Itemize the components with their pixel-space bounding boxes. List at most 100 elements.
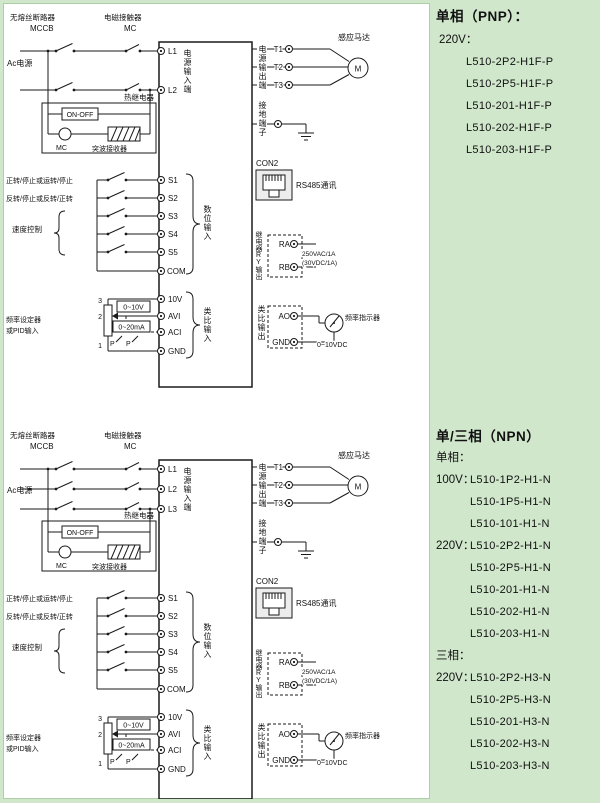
terminal-l2 <box>157 485 165 493</box>
potentiometer <box>103 304 113 337</box>
terminal-s3 <box>157 212 165 220</box>
label-l2: L2 <box>168 485 177 494</box>
label-power-output: 电源输出端 <box>257 462 267 509</box>
model-item: L510-201-H1-N <box>470 584 550 596</box>
wiring-diagram-panel: 无熔丝断路器 MCCB 电磁接触器 MC Ac电源 热继电器 L1 <box>3 3 430 799</box>
label-mc-coil: MC <box>56 145 67 152</box>
model-row: L510-2P5-H1-N <box>470 557 598 579</box>
npn-model-section: 单/三相（NPN） 单相： 100V： L510-1P2-H1-N L510-1… <box>436 426 598 777</box>
model-row: 220V： L510-2P2-H3-N <box>436 667 598 689</box>
model-item: L510-2P5-H1F-P <box>466 78 554 90</box>
label-0-20ma: 0~20mA <box>118 325 145 332</box>
con2-pins <box>265 175 282 181</box>
terminal-gnd <box>157 347 165 355</box>
voltage-label: 220V： <box>436 672 475 684</box>
label-breaker: 无熔丝断路器 <box>10 430 55 440</box>
model-item: L510-201-H3-N <box>470 716 550 728</box>
label-power-input: 电源输入端 <box>182 466 192 513</box>
model-row: 220V： L510-2P2-H1-N <box>436 535 598 557</box>
terminal-t1 <box>285 45 293 53</box>
model-item: L510-203-H3-N <box>470 760 550 772</box>
label-pin1: 1 <box>98 343 102 350</box>
output-io-column: T1 T2 T3 M 感应马达 CON2 RS485通讯 <box>252 32 381 350</box>
junction-dot <box>148 88 152 92</box>
label-relay-rating-1: 250VAC/1A <box>302 251 336 258</box>
label-freq-setter-1: 频率设定器 <box>6 315 41 324</box>
label-analog-input: 类比输入 <box>202 306 212 344</box>
label-s2: S2 <box>168 194 178 203</box>
terminal-com <box>157 267 165 275</box>
terminal-s4 <box>157 230 165 238</box>
range-box-voltage <box>116 300 151 313</box>
label-rs485: RS485通讯 <box>296 180 336 190</box>
diagram-single-phase: 无熔丝断路器 MCCB 电磁接触器 MC Ac电源 热继电器 L1 <box>6 12 381 388</box>
label-reverse-stop: 反转/停止或反转/正转 <box>6 194 73 203</box>
label-ao: AO <box>278 312 290 321</box>
model-item: L510-203-H1F-P <box>466 144 553 156</box>
label-analog-input: 类比输入 <box>202 724 212 762</box>
range-box-current <box>112 320 151 333</box>
meter-needle <box>329 315 340 328</box>
label-aci: ACI <box>168 328 181 337</box>
label-t3: T3 <box>274 81 284 90</box>
model-item: L510-2P2-H3-N <box>470 672 551 684</box>
junction-dot <box>148 507 152 511</box>
label-ac-power: Ac电源 <box>7 58 32 68</box>
label-relay-rating-2: (30VDC/1A) <box>302 260 337 267</box>
label-0-10v: 0~10V <box>123 305 144 312</box>
input-io-column-copy <box>6 591 200 777</box>
model-row: 100V： L510-1P2-H1-N <box>436 469 598 491</box>
label-on-off: ON-OFF <box>67 112 94 119</box>
output-wires <box>252 48 350 86</box>
junction-dot <box>46 49 50 53</box>
label-analog-output: 类比输出 <box>256 304 266 342</box>
label-l2: L2 <box>168 86 177 95</box>
mc-contact <box>124 83 142 92</box>
breaker-switch <box>54 501 76 511</box>
on-off-switch-box <box>61 107 99 121</box>
label-relay-output: 继电器RY输出 <box>254 230 263 281</box>
model-item: L510-1P2-H1-N <box>470 474 551 486</box>
input-switch-s3 <box>106 208 128 218</box>
relay-stub-wires <box>297 243 316 268</box>
breaker-switch <box>54 461 76 471</box>
mc-coil <box>58 127 72 141</box>
input-switch-s1 <box>106 172 128 182</box>
mc-contact <box>124 482 142 491</box>
input-switch-s4 <box>106 226 128 236</box>
control-circuit: ON-OFF MC 突波接收器 <box>41 102 157 154</box>
relay-output-dashed-box <box>267 234 303 278</box>
model-item: L510-203-H1-N <box>470 628 550 640</box>
label-analog-output: 类比输出 <box>256 722 266 760</box>
label-10v: 10V <box>168 295 183 304</box>
label-s5: S5 <box>168 248 178 257</box>
model-item: L510-2P2-H1-N <box>470 540 551 552</box>
pnp-title: 单相（PNP）： <box>436 9 529 24</box>
model-row: L510-2P5-H3-N <box>470 689 598 711</box>
label-breaker: 无熔丝断路器 <box>10 12 55 22</box>
label-com: COM <box>167 267 186 276</box>
output-io-column-copy <box>252 450 380 767</box>
mc-contact <box>124 502 142 511</box>
breaker-switch <box>54 82 76 92</box>
label-mccb: MCCB <box>30 442 54 451</box>
pnp-model-section: 单相（PNP）： 220V： L510-2P2-H1F-P L510-2P5-H… <box>436 6 598 161</box>
terminal-s2 <box>157 194 165 202</box>
label-relay-output: 继电器RY输出 <box>254 648 263 699</box>
label-digital-input: 数位输入 <box>202 622 212 660</box>
label-p1: P <box>110 341 115 348</box>
terminal-l3 <box>157 505 165 513</box>
model-item: L510-202-H1-N <box>470 606 550 618</box>
model-row: L510-101-H1-N <box>470 513 598 535</box>
label-motor-m: M <box>355 65 362 74</box>
terminal-l1 <box>157 465 165 473</box>
digital-input-brace <box>185 173 201 275</box>
label-s1: S1 <box>168 176 178 185</box>
model-item: L510-2P2-H1F-P <box>466 56 554 68</box>
breaker-switch <box>54 481 76 491</box>
terminal-ra <box>290 240 298 248</box>
label-l1: L1 <box>168 465 177 474</box>
label-thermal-relay: 热继电器 <box>124 510 154 520</box>
label-ac-power: Ac电源 <box>7 485 32 495</box>
input-switch-s2 <box>106 190 128 200</box>
